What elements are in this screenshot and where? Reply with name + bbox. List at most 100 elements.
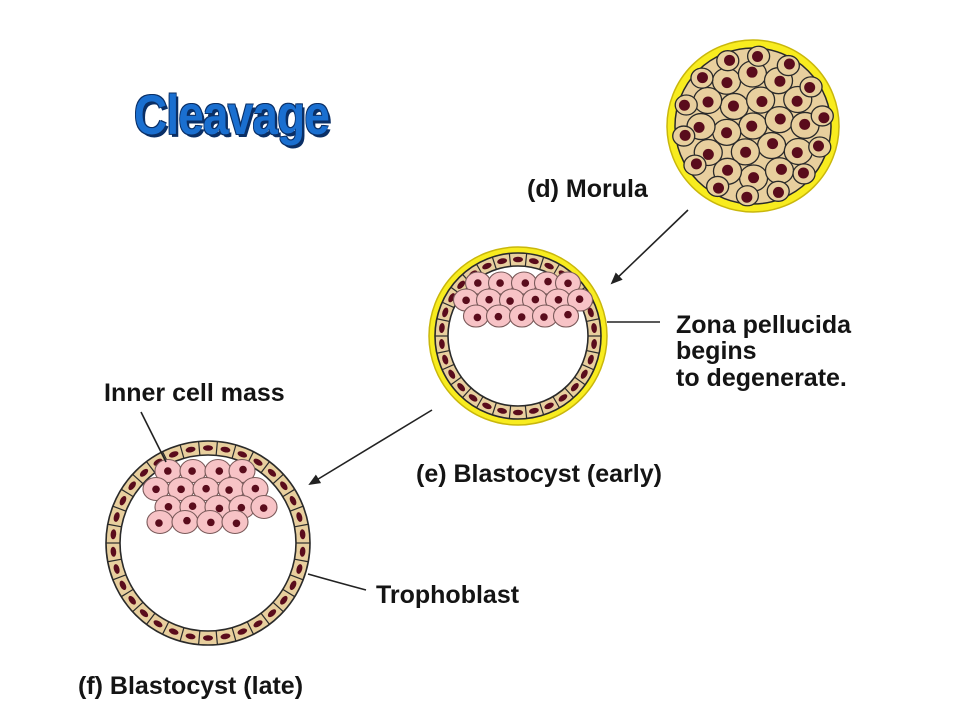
- nucleus: [155, 519, 163, 527]
- nucleus: [497, 407, 508, 414]
- nucleus: [721, 77, 733, 89]
- nucleus: [812, 140, 824, 152]
- nucleus: [531, 295, 540, 304]
- zona-line-3: to degenerate.: [676, 363, 847, 392]
- nucleus: [185, 633, 196, 640]
- cell-wall: [132, 473, 144, 485]
- nucleus: [164, 467, 172, 475]
- nucleus: [237, 628, 248, 635]
- cell-wall: [231, 627, 237, 642]
- nucleus: [517, 313, 526, 321]
- nucleus: [740, 146, 752, 158]
- nucleus: [164, 502, 173, 511]
- cell-wall: [215, 630, 219, 645]
- nucleus: [575, 295, 584, 304]
- cell-wall: [282, 488, 296, 498]
- nucleus: [110, 546, 117, 557]
- arrow-morula-to-early: [610, 209, 689, 285]
- nucleus: [225, 486, 233, 494]
- nucleus: [139, 468, 149, 477]
- nucleus: [168, 628, 179, 635]
- cell-wall: [524, 253, 528, 267]
- nucleus: [799, 118, 811, 130]
- nucleus: [153, 620, 163, 628]
- nucleus: [296, 564, 303, 574]
- nucleus: [485, 295, 493, 304]
- nucleus: [188, 467, 196, 475]
- nucleus: [280, 481, 288, 491]
- nucleus: [544, 402, 554, 410]
- nucleus: [280, 595, 288, 605]
- nucleus: [110, 529, 117, 540]
- cell-wall: [197, 441, 201, 456]
- nucleus: [804, 81, 816, 93]
- nucleus: [439, 323, 445, 333]
- cell-wall: [436, 318, 450, 323]
- nucleus: [462, 296, 470, 305]
- cell-wall: [441, 363, 455, 371]
- cell-wall: [120, 588, 134, 598]
- nucleus: [696, 72, 708, 84]
- nucleus: [203, 635, 213, 641]
- cell-wall: [179, 627, 185, 642]
- nucleus: [741, 191, 753, 203]
- nucleus: [267, 609, 277, 618]
- nucleus: [128, 595, 136, 605]
- nucleus: [540, 313, 548, 321]
- nucleus: [289, 496, 297, 506]
- cell-wall: [112, 505, 127, 512]
- nucleus: [544, 262, 554, 270]
- nucleus: [253, 458, 263, 466]
- nucleus: [772, 186, 784, 198]
- nucleus: [506, 297, 514, 305]
- early-blastocyst-illustration: [428, 246, 608, 426]
- cell-wall: [231, 444, 237, 459]
- nucleus: [580, 369, 588, 379]
- cell-wall: [120, 488, 134, 498]
- nucleus: [113, 512, 120, 522]
- nucleus: [177, 485, 185, 494]
- zona-line-1: Zona pellucida: [676, 311, 852, 339]
- page-title: Cleavage: [134, 83, 330, 146]
- nucleus: [253, 620, 263, 628]
- nucleus: [591, 323, 597, 333]
- nucleus: [237, 503, 246, 512]
- cell-wall: [539, 402, 545, 416]
- cell-wall: [179, 444, 185, 459]
- nucleus: [203, 445, 213, 451]
- nucleus: [679, 129, 691, 141]
- nucleus: [690, 158, 702, 170]
- cell-wall: [462, 387, 472, 399]
- nucleus: [513, 256, 523, 263]
- nucleus: [564, 279, 572, 288]
- nucleus: [713, 182, 725, 194]
- cell-wall: [260, 461, 270, 474]
- nucleus: [748, 172, 760, 184]
- nucleus: [439, 339, 445, 349]
- morula-illustration: [666, 39, 840, 213]
- late-blastocyst-illustration: [105, 440, 311, 646]
- cell-wall: [475, 396, 484, 409]
- cell-wall: [491, 256, 497, 270]
- cell-wall: [246, 621, 255, 635]
- cell-wall: [197, 630, 201, 645]
- nucleus: [482, 262, 492, 270]
- cell-wall: [107, 558, 122, 563]
- cell-wall: [436, 349, 450, 354]
- cell-wall: [586, 318, 600, 323]
- nucleus: [188, 502, 197, 511]
- nucleus: [570, 383, 579, 392]
- nucleus: [767, 138, 779, 150]
- nucleus: [139, 609, 149, 618]
- nucleus: [183, 516, 191, 525]
- zona-line-2: begins: [676, 337, 757, 366]
- nucleus: [746, 120, 758, 132]
- cell-wall: [112, 574, 127, 581]
- nucleus: [797, 167, 809, 179]
- cell-wall: [161, 621, 170, 635]
- nucleus: [474, 279, 482, 287]
- label-late-blastocyst: (f) Blastocyst (late): [78, 672, 304, 700]
- nucleus: [528, 258, 539, 265]
- nucleus: [457, 280, 466, 289]
